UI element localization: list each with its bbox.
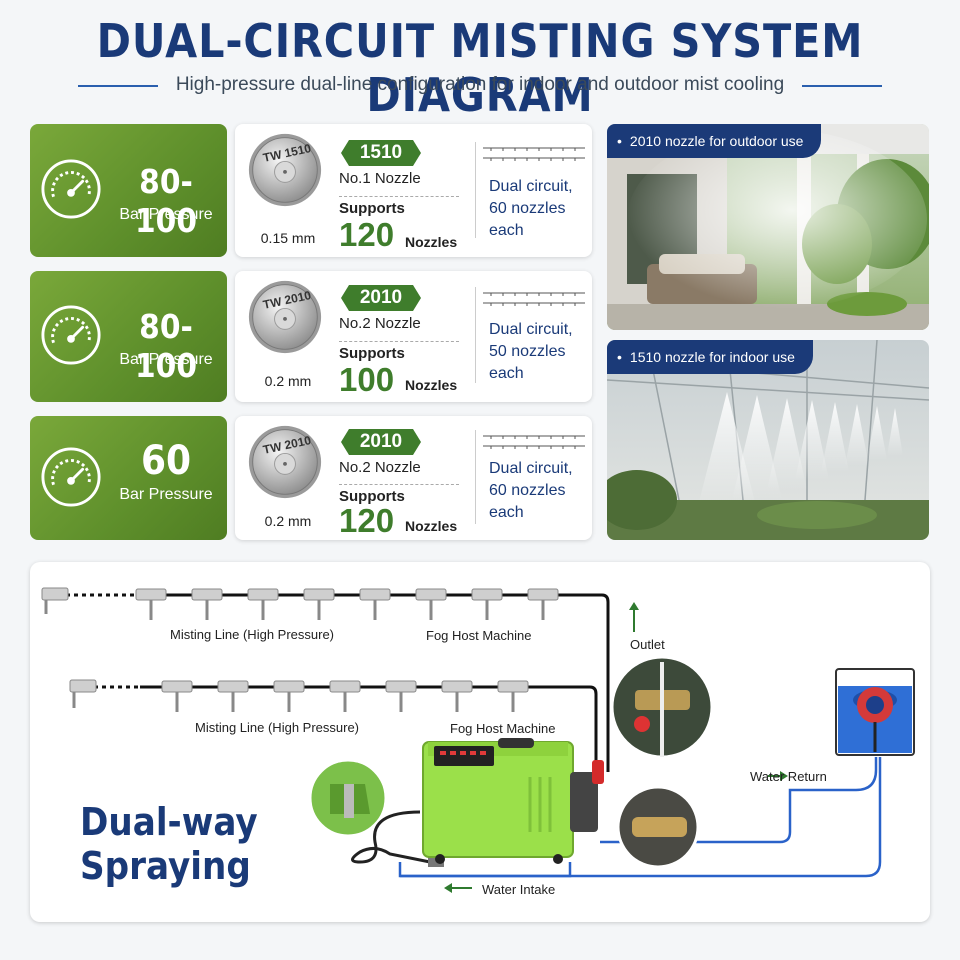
photo-caption: 2010 nozzle for outdoor use: [607, 124, 822, 158]
supports-label: Supports: [339, 345, 405, 362]
circuit-description: Dual circuit, 60 nozzles each: [489, 178, 573, 239]
nozzle-model-tag: 2010: [341, 429, 421, 455]
water-return-label: Water Return: [750, 769, 827, 784]
page-subtitle: High-pressure dual-line configuration fo…: [175, 74, 785, 95]
subtitle-rule-right: [802, 85, 882, 87]
supports-label: Supports: [339, 488, 405, 505]
pressure-gauge-icon: [41, 447, 101, 507]
nozzle-count: 120: [339, 502, 395, 539]
nozzle-name: No.2 Nozzle: [339, 315, 421, 332]
subtitle-rule-left: [78, 85, 158, 87]
nozzle-model-tag: 2010: [341, 285, 421, 311]
fog-host-label: Fog Host Machine: [450, 721, 556, 736]
card-divider: [475, 430, 476, 524]
nozzle-icon: [248, 280, 322, 354]
divider: [339, 341, 459, 342]
pressure-label: Bar Pressure: [119, 486, 213, 503]
pressure-card-1: 80-100 Bar Pressure: [30, 124, 227, 257]
system-schematic: [41, 587, 915, 893]
nozzle-name: No.1 Nozzle: [339, 170, 421, 187]
mini-circuit-diagram: [483, 292, 585, 306]
pressure-value: 80-100: [134, 307, 197, 385]
water-intake-label: Water Intake: [482, 882, 556, 897]
system-diagram-panel: Misting Line (High Pressure) Fog Host Ma…: [30, 562, 930, 922]
nozzle-card-3: TW 2010 0.2 mm 2010 No.2 Nozzle Supports…: [235, 416, 592, 540]
nozzle-size: 0.2 mm: [264, 373, 312, 389]
card-divider: [475, 287, 476, 383]
misting-line-label: Misting Line (High Pressure): [195, 720, 360, 735]
pressure-label: Bar Pressure: [119, 351, 213, 368]
nozzle-icon: [248, 133, 322, 207]
photo-caption: 1510 nozzle for indoor use: [607, 340, 813, 374]
pressure-gauge-icon: [41, 159, 101, 219]
mini-circuit-diagram: [483, 435, 585, 449]
misting-line-label: Misting Line (High Pressure): [170, 627, 335, 642]
pressure-card-3: 60 Bar Pressure: [30, 416, 227, 540]
divider: [339, 196, 459, 197]
mini-circuit-diagram: [483, 147, 585, 161]
pressure-value: 60: [140, 438, 192, 484]
circuit-description: Dual circuit, 60 nozzles each: [489, 460, 573, 521]
nozzle-count: 100: [339, 361, 395, 398]
circuit-description: Dual circuit, 50 nozzles each: [489, 321, 573, 382]
card-divider: [475, 142, 476, 238]
nozzle-card-1: TW 1510 0.15 mm 1510 No.1 Nozzle Support…: [235, 124, 592, 257]
nozzle-size: 0.15 mm: [260, 230, 316, 246]
dual-way-spraying-headline: Dual-way Spraying: [80, 800, 258, 888]
nozzle-card-2: TW 2010 0.2 mm 2010 No.2 Nozzle Supports…: [235, 271, 592, 402]
outdoor-photo: 2010 nozzle for outdoor use: [607, 124, 929, 330]
divider: [339, 484, 459, 485]
pressure-card-2: 80-100 Bar Pressure: [30, 271, 227, 402]
page-title: DUAL-CIRCUIT MISTING SYSTEM DIAGRAM: [96, 14, 864, 122]
nozzle-size: 0.2 mm: [264, 513, 312, 529]
indoor-photo: 1510 nozzle for indoor use: [607, 340, 929, 540]
nozzle-name: No.2 Nozzle: [339, 459, 421, 476]
nozzles-word: Nozzles: [405, 518, 458, 534]
supports-label: Supports: [339, 200, 405, 217]
greenhouse-image: [607, 340, 929, 540]
nozzle-icon: [248, 425, 322, 499]
nozzle-count: 120: [339, 216, 395, 253]
nozzles-word: Nozzles: [405, 234, 458, 250]
pressure-label: Bar Pressure: [119, 206, 213, 223]
fog-host-label: Fog Host Machine: [426, 628, 532, 643]
outlet-label: Outlet: [630, 637, 665, 652]
pressure-value: 80-100: [134, 162, 197, 240]
nozzles-word: Nozzles: [405, 377, 458, 393]
pressure-gauge-icon: [41, 305, 101, 365]
nozzle-model-tag: 1510: [341, 140, 421, 166]
